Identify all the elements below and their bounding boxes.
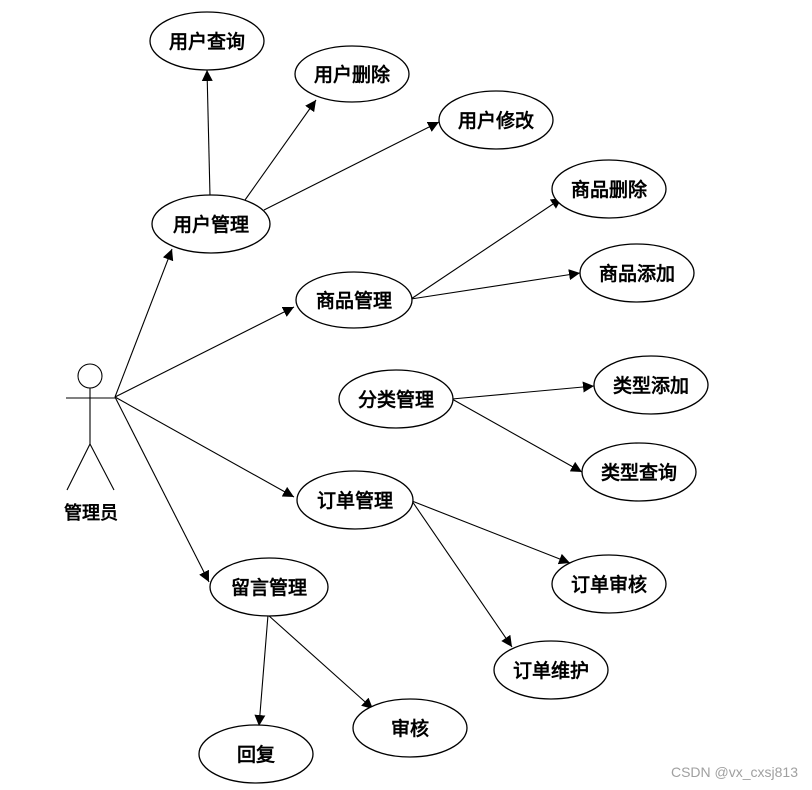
use-case-message-mgmt: 留言管理	[209, 557, 329, 617]
edge-user-mgmt-edit	[263, 121, 440, 211]
use-case-label: 用户修改	[458, 109, 535, 132]
use-case-label: 审核	[391, 717, 429, 740]
edge-product-mgmt-delete	[410, 197, 563, 300]
edge-admin-order-mgmt	[114, 396, 295, 498]
edges	[114, 69, 595, 727]
use-case-label: 商品管理	[316, 289, 392, 312]
use-case-label: 订单审核	[571, 573, 647, 596]
use-case-product-delete: 商品删除	[551, 159, 667, 219]
edge-category-type-add	[451, 381, 595, 400]
use-case-label: 分类管理	[358, 388, 434, 411]
actor-admin: 管理员	[64, 363, 118, 524]
use-case-product-mgmt: 商品管理	[295, 271, 413, 329]
edge-order-review	[411, 500, 571, 565]
actor-label: 管理员	[64, 502, 118, 524]
use-case-label: 回复	[237, 743, 276, 766]
use-case-type-query: 类型查询	[581, 442, 697, 502]
use-case-type-add: 类型添加	[593, 355, 709, 415]
edge-category-type-query	[451, 398, 583, 473]
use-case-label: 用户查询	[169, 30, 245, 53]
use-case-category-mgmt: 分类管理	[338, 369, 454, 429]
use-case-review: 审核	[352, 698, 468, 758]
use-case-reply: 回复	[198, 724, 314, 784]
edge-admin-user-mgmt	[114, 248, 174, 398]
edge-admin-product-mgmt	[114, 306, 295, 398]
use-case-label: 商品添加	[599, 262, 675, 285]
edge-message-reply	[254, 614, 269, 727]
edge-message-review	[267, 614, 374, 710]
use-case-label: 用户删除	[314, 63, 391, 86]
use-case-user-mgmt: 用户管理	[151, 194, 271, 254]
use-case-label: 类型查询	[601, 461, 677, 484]
use-case-user-query: 用户查询	[149, 11, 265, 71]
use-case-label: 订单维护	[513, 659, 589, 682]
use-case-label: 商品删除	[571, 178, 648, 201]
use-case-user-delete: 用户删除	[294, 45, 410, 103]
use-case-order-maint: 订单维护	[493, 640, 609, 700]
edge-product-mgmt-add	[410, 269, 581, 300]
use-case-label: 订单管理	[317, 489, 393, 512]
watermark-text: CSDN @vx_cxsj813	[671, 764, 798, 780]
edge-user-mgmt-delete	[244, 99, 317, 201]
edge-user-mgmt-query	[201, 69, 213, 197]
use-case-order-review: 订单审核	[551, 554, 667, 614]
use-case-label: 类型添加	[613, 374, 689, 397]
use-case-order-mgmt: 订单管理	[296, 470, 414, 530]
use-case-label: 用户管理	[173, 213, 249, 236]
use-case-user-edit: 用户修改	[438, 90, 554, 150]
edge-order-maint	[411, 500, 513, 648]
use-case-product-add: 商品添加	[579, 243, 695, 303]
edge-admin-message-mgmt	[114, 396, 210, 583]
use-case-label: 留言管理	[231, 576, 307, 599]
